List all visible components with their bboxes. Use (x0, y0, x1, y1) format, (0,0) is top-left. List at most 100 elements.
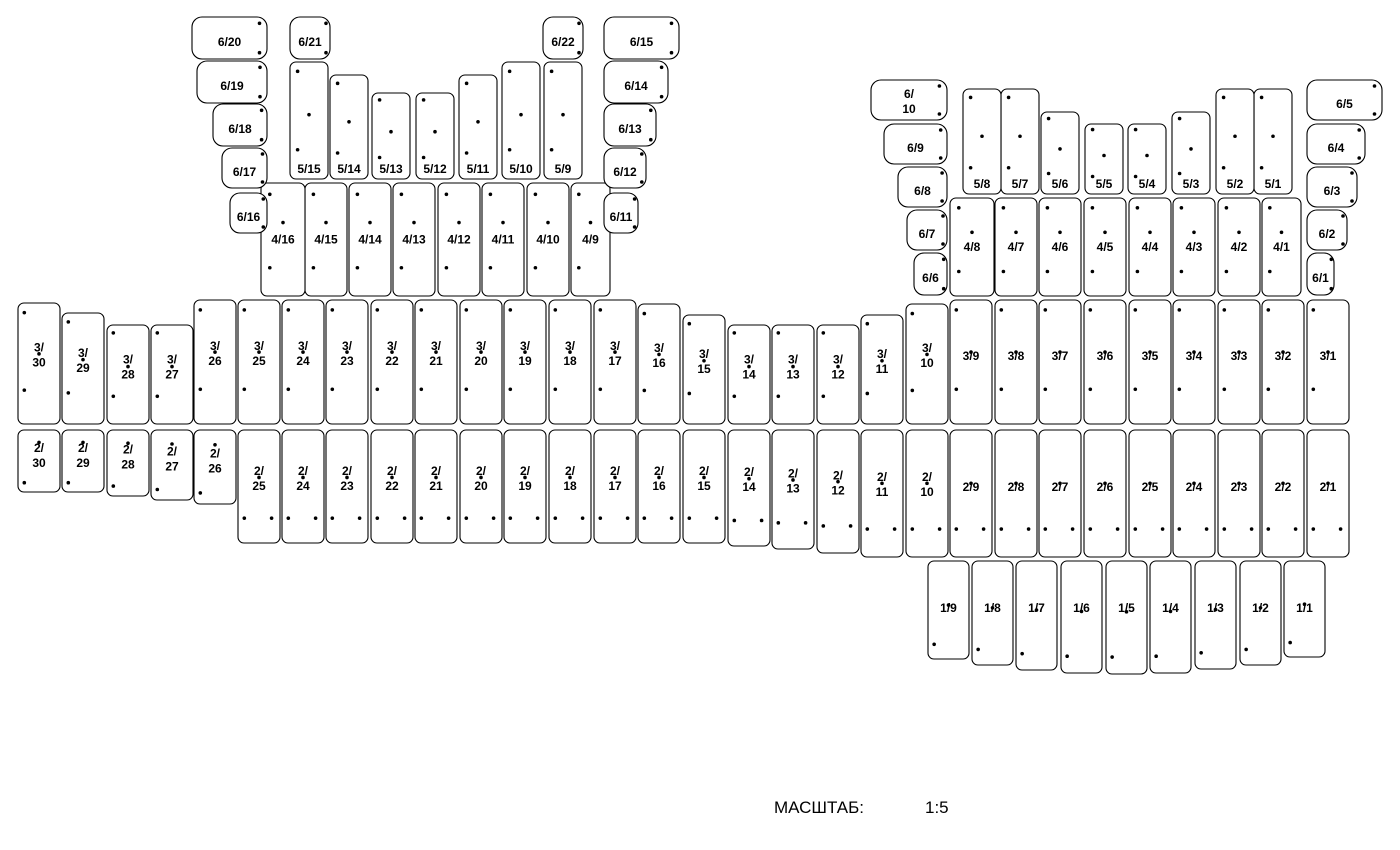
plate-label: 3/ (922, 341, 933, 355)
plate-2-23: 2/23 (325, 429, 369, 544)
plate-outline (237, 429, 281, 544)
plate-outline (1060, 560, 1103, 674)
plate-outline (281, 429, 325, 544)
plate-outline (637, 303, 681, 425)
mounting-hole (1357, 156, 1361, 160)
plate-label: 20 (474, 354, 488, 368)
plate-outline (905, 303, 949, 425)
plate-outline (994, 197, 1038, 297)
plate-6-22: 6/22 (542, 16, 584, 60)
plate-label: 2/ (788, 467, 799, 481)
mounting-hole (632, 225, 637, 229)
plate-3-17: 3/17 (593, 299, 637, 425)
mounting-hole (1168, 609, 1173, 614)
mounting-hole (1079, 609, 1084, 614)
mounting-hole (1133, 174, 1138, 179)
plate-label: 25 (252, 479, 266, 493)
plate-3-2: 3/2 (1261, 299, 1305, 425)
plate-2-11: 2/11 (860, 429, 904, 558)
mounting-hole (464, 387, 469, 392)
mounting-hole (954, 527, 959, 531)
mounting-hole (22, 310, 27, 315)
plate-3-1: 3/1 (1306, 299, 1350, 425)
mounting-hole (213, 443, 217, 447)
mounting-hole (702, 358, 706, 363)
plate-label: 4/4 (1142, 240, 1159, 254)
plate-2-28: 2/28 (106, 429, 150, 497)
mounting-hole (848, 524, 853, 528)
mounting-hole (324, 21, 328, 26)
plate-label: 5/14 (337, 162, 361, 176)
mounting-hole (257, 475, 261, 480)
plate-outline (1084, 123, 1124, 195)
mounting-hole (747, 476, 751, 481)
plate-label: 25 (252, 354, 266, 368)
mounting-hole (561, 112, 565, 117)
plate-label: 4/1 (1273, 240, 1290, 254)
mounting-hole (669, 516, 674, 520)
mounting-hole (803, 521, 808, 525)
plate-label: 3/ (431, 339, 442, 353)
plate-outline (1172, 299, 1216, 425)
plate-4-8: 4/8 (949, 197, 995, 297)
plate-outline (1217, 197, 1261, 297)
plate-label: 5/1 (1265, 177, 1282, 191)
mounting-hole (687, 516, 692, 520)
plate-4-15: 4/15 (304, 182, 348, 297)
mounting-hole (577, 50, 581, 55)
plate-label: 28 (121, 368, 135, 382)
mounting-hole (37, 440, 41, 445)
mounting-hole (553, 516, 558, 520)
plate-6-1: 6/1 (1306, 252, 1335, 296)
mounting-hole (776, 331, 781, 335)
plate-outline (237, 299, 281, 425)
mounting-hole (1115, 527, 1120, 531)
plate-outline (260, 182, 306, 297)
plate-label: 5/11 (467, 162, 490, 176)
mounting-hole (546, 220, 550, 225)
mounting-hole (649, 137, 653, 142)
plate-outline (1038, 429, 1082, 558)
mounting-hole (375, 516, 380, 520)
plate-outline (325, 299, 369, 425)
plate-2-4: 2/4 (1172, 429, 1216, 558)
plate-label: 10 (920, 356, 934, 370)
mounting-hole (1372, 84, 1377, 88)
mounting-hole (1148, 481, 1152, 486)
mounting-hole (295, 69, 300, 74)
mounting-hole (642, 516, 647, 520)
mounting-hole (375, 308, 380, 312)
plate-5-5: 5/5 (1084, 123, 1124, 195)
plate-label: 3/ (744, 353, 755, 367)
plate-label: 4/9 (582, 233, 599, 247)
plate-4-12: 4/12 (437, 182, 481, 297)
mounting-hole (732, 394, 737, 399)
mounting-hole (330, 387, 335, 392)
plate-label: 2/ (833, 468, 844, 482)
mounting-hole (155, 487, 160, 492)
mounting-hole (419, 516, 424, 520)
mounting-hole (111, 394, 116, 399)
mounting-hole (791, 478, 795, 482)
mounting-hole (1221, 95, 1226, 100)
mounting-hole (1065, 654, 1069, 658)
plate-label: 3/ (123, 353, 134, 367)
plate-4-4: 4/4 (1128, 197, 1172, 297)
mounting-hole (170, 442, 174, 446)
plate-outline (870, 79, 948, 121)
mounting-hole (523, 475, 527, 480)
plate-outline (593, 299, 637, 425)
mounting-hole (268, 265, 272, 270)
plate-label: 4/8 (964, 240, 981, 254)
plate-label: 17 (608, 479, 622, 493)
plate-2-20: 2/20 (459, 429, 503, 544)
mounting-hole (433, 129, 437, 134)
mounting-hole (519, 112, 523, 117)
plate-3-19: 3/19 (503, 299, 547, 425)
plate-outline (193, 429, 237, 505)
plate-label: 2/ (34, 441, 45, 455)
mounting-hole (1179, 269, 1184, 274)
plate-5-6: 5/6 (1040, 111, 1080, 195)
plate-outline (897, 166, 948, 208)
plate-6-10: 6/10 (870, 79, 948, 121)
